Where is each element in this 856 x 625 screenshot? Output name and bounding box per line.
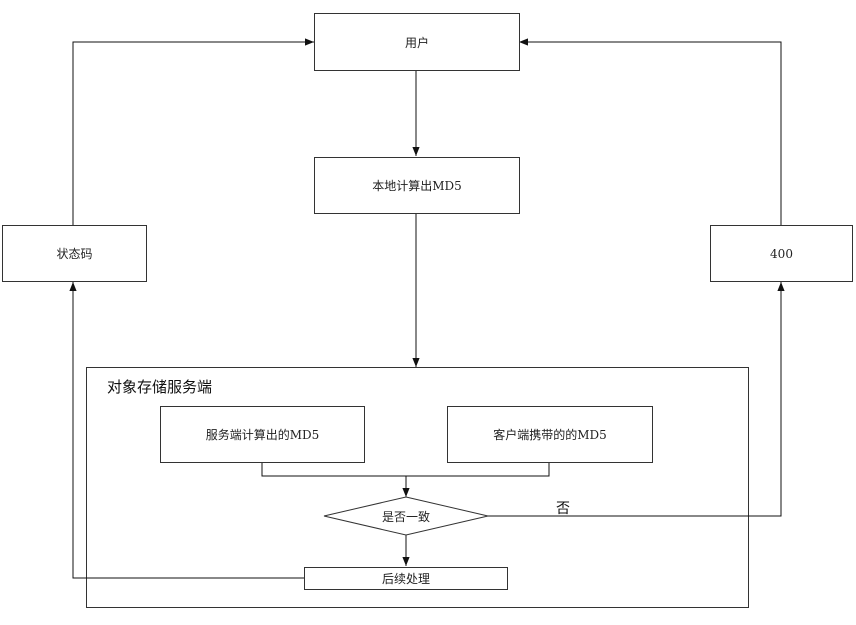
- edge-status-to-user: [72, 38, 314, 225]
- edge-400-to-user: [519, 38, 782, 225]
- server-container-frame: [86, 367, 749, 608]
- node-local-md5: 本地计算出MD5: [314, 157, 520, 214]
- edge-decision-no-to-400: [488, 282, 785, 517]
- node-status-code: 状态码: [2, 225, 147, 282]
- edge-no-label: 否: [556, 501, 570, 517]
- node-user: 用户: [314, 13, 520, 71]
- edge-merge-md5: [261, 463, 550, 477]
- node-client-md5: 客户端携带的的MD5: [447, 406, 653, 463]
- edge-followup-to-status: [69, 282, 304, 579]
- decision-label: 是否一致: [381, 509, 430, 524]
- node-follow-up: 后续处理: [304, 567, 508, 590]
- node-server-md5: 服务端计算出的MD5: [160, 406, 365, 463]
- server-container-title: 对象存储服务端: [107, 378, 213, 396]
- decision-diamond: [323, 496, 489, 536]
- node-400: 400: [710, 225, 853, 282]
